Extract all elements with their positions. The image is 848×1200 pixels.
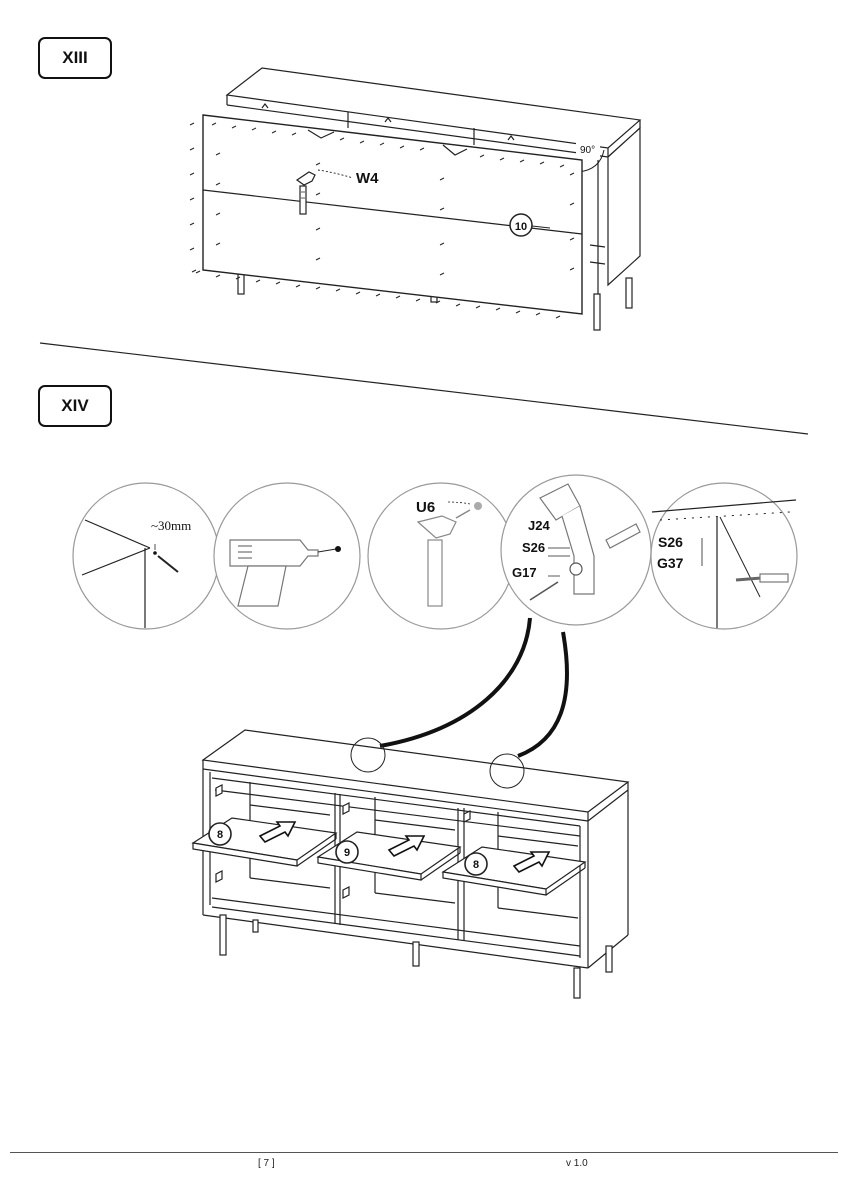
footer-divider — [10, 1152, 838, 1153]
detail-circle-drill — [213, 482, 361, 630]
push-arrow-icon — [258, 821, 551, 873]
part-label-g17: G17 — [512, 565, 537, 580]
detail-circle-hammer — [367, 482, 515, 630]
measure-label: ~30mm — [151, 518, 191, 533]
part-label-s26: S26 — [522, 540, 545, 555]
part-number-10: 10 — [515, 221, 527, 233]
shelf-number-middle: 9 — [344, 847, 350, 859]
step-xiii-badge: XIII — [38, 37, 112, 79]
page-number: [ 7 ] — [258, 1158, 275, 1169]
version-label: v 1.0 — [566, 1158, 588, 1169]
angle-label: 90° — [580, 145, 595, 156]
detail-circle-bracket — [500, 474, 652, 626]
drill-icon — [229, 539, 319, 607]
step-xiv-badge: XIV — [38, 385, 112, 427]
sideboard-back-view — [225, 67, 642, 331]
shelf-number-left: 8 — [217, 829, 223, 841]
hammer-icon — [295, 171, 316, 215]
part-label-j24: J24 — [528, 518, 550, 533]
part-label-g37: G37 — [657, 555, 684, 571]
detail-circle-wall — [650, 482, 798, 630]
part-label-s26-wall: S26 — [658, 534, 683, 550]
part-label-u6: U6 — [416, 499, 435, 516]
detail-circle-measure — [72, 482, 220, 630]
part-label-w4: W4 — [356, 170, 379, 187]
shelf-number-right: 8 — [473, 859, 479, 871]
